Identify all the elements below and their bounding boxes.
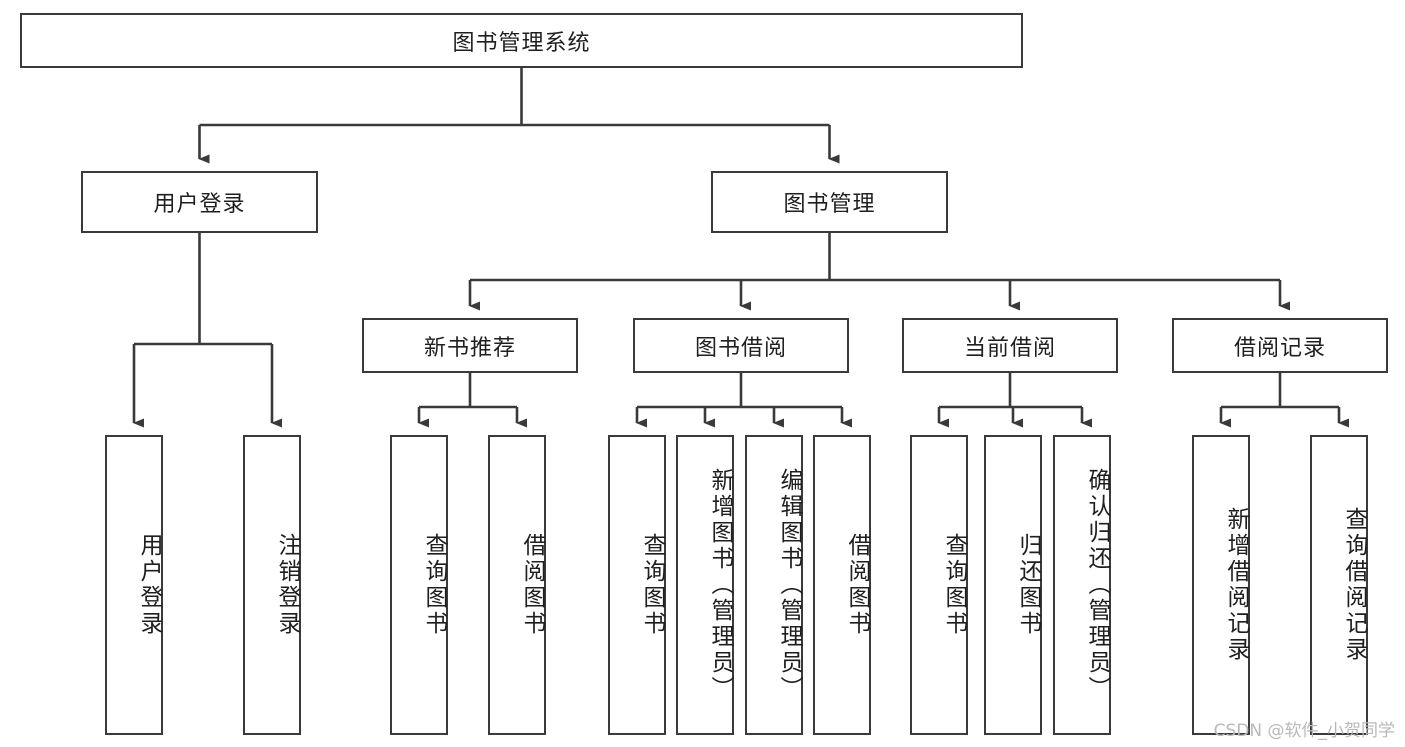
node-leaf-add-book[interactable]: 新增图书（管理员） <box>676 435 734 735</box>
node-book-manage[interactable]: 图书管理 <box>711 171 948 233</box>
node-label: 编辑图书（管理员） <box>776 468 802 702</box>
node-leaf-add-record[interactable]: 新增借阅记录 <box>1192 435 1250 735</box>
node-label: 确认归还（管理员） <box>1084 468 1110 702</box>
node-label: 新增图书（管理员） <box>707 468 733 702</box>
node-label: 借阅图书 <box>519 533 545 637</box>
node-label: 注销登录 <box>274 533 300 637</box>
node-current-borrow[interactable]: 当前借阅 <box>902 318 1118 373</box>
watermark-text: CSDN @软件_小贺同学 <box>1213 721 1395 741</box>
node-leaf-query-book-rec[interactable]: 查询图书 <box>390 435 448 735</box>
node-label: 查询图书 <box>639 533 665 637</box>
node-leaf-query-record[interactable]: 查询借阅记录 <box>1310 435 1368 735</box>
node-leaf-confirm-return[interactable]: 确认归还（管理员） <box>1053 435 1111 735</box>
node-label: 查询图书 <box>421 533 447 637</box>
node-leaf-borrow-book-rec[interactable]: 借阅图书 <box>488 435 546 735</box>
node-label: 图书管理 <box>783 192 876 217</box>
node-leaf-user-login[interactable]: 用户登录 <box>105 435 163 735</box>
node-label: 用户登录 <box>136 533 162 637</box>
node-label: 图书管理系统 <box>452 30 591 56</box>
node-label: 新增借阅记录 <box>1223 507 1249 663</box>
node-book-borrow[interactable]: 图书借阅 <box>633 318 849 373</box>
node-leaf-logout[interactable]: 注销登录 <box>243 435 301 735</box>
node-leaf-query-book-cur[interactable]: 查询图书 <box>910 435 968 735</box>
node-leaf-return-book[interactable]: 归还图书 <box>984 435 1042 735</box>
node-root[interactable]: 图书管理系统 <box>20 13 1023 68</box>
node-label: 借阅记录 <box>1233 335 1326 361</box>
node-new-book-rec[interactable]: 新书推荐 <box>362 318 578 373</box>
node-label: 当前借阅 <box>963 335 1056 361</box>
node-label: 查询借阅记录 <box>1341 507 1367 663</box>
node-label: 归还图书 <box>1015 533 1041 637</box>
node-borrow-record[interactable]: 借阅记录 <box>1172 318 1388 373</box>
node-leaf-query-book[interactable]: 查询图书 <box>608 435 666 735</box>
node-leaf-edit-book[interactable]: 编辑图书（管理员） <box>745 435 803 735</box>
node-label: 新书推荐 <box>423 335 516 361</box>
node-label: 查询图书 <box>941 533 967 637</box>
node-label: 借阅图书 <box>844 533 870 637</box>
node-user-login[interactable]: 用户登录 <box>81 171 318 233</box>
node-label: 用户登录 <box>153 192 246 217</box>
node-label: 图书借阅 <box>694 335 787 361</box>
node-leaf-borrow-book[interactable]: 借阅图书 <box>813 435 871 735</box>
